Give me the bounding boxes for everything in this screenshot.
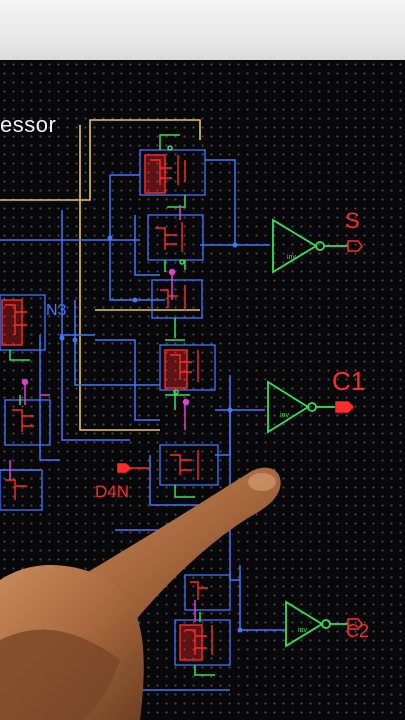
inverter-s	[272, 218, 348, 274]
device-frames	[0, 149, 231, 666]
yellow-wires	[0, 119, 201, 431]
pin-label-c2: C2	[346, 621, 370, 641]
device-details	[1, 154, 213, 661]
pin-label-c1: C1	[332, 366, 366, 396]
device-green	[9, 134, 215, 676]
pin-markers	[117, 240, 363, 630]
inverter-label-s: inv	[287, 254, 296, 261]
inverter-c1	[267, 380, 335, 434]
device-pink	[9, 205, 196, 622]
net-label-n3: N3	[46, 302, 67, 319]
cell-title: essor	[0, 112, 57, 137]
pin-label-d4n: D4N	[95, 482, 130, 501]
junction-dots	[59, 235, 243, 633]
pin-label-s: S	[345, 208, 360, 233]
inverter-label-c2: inv	[298, 627, 307, 634]
inverter-c2	[285, 600, 348, 648]
inverter-label-c1: inv	[280, 412, 289, 419]
